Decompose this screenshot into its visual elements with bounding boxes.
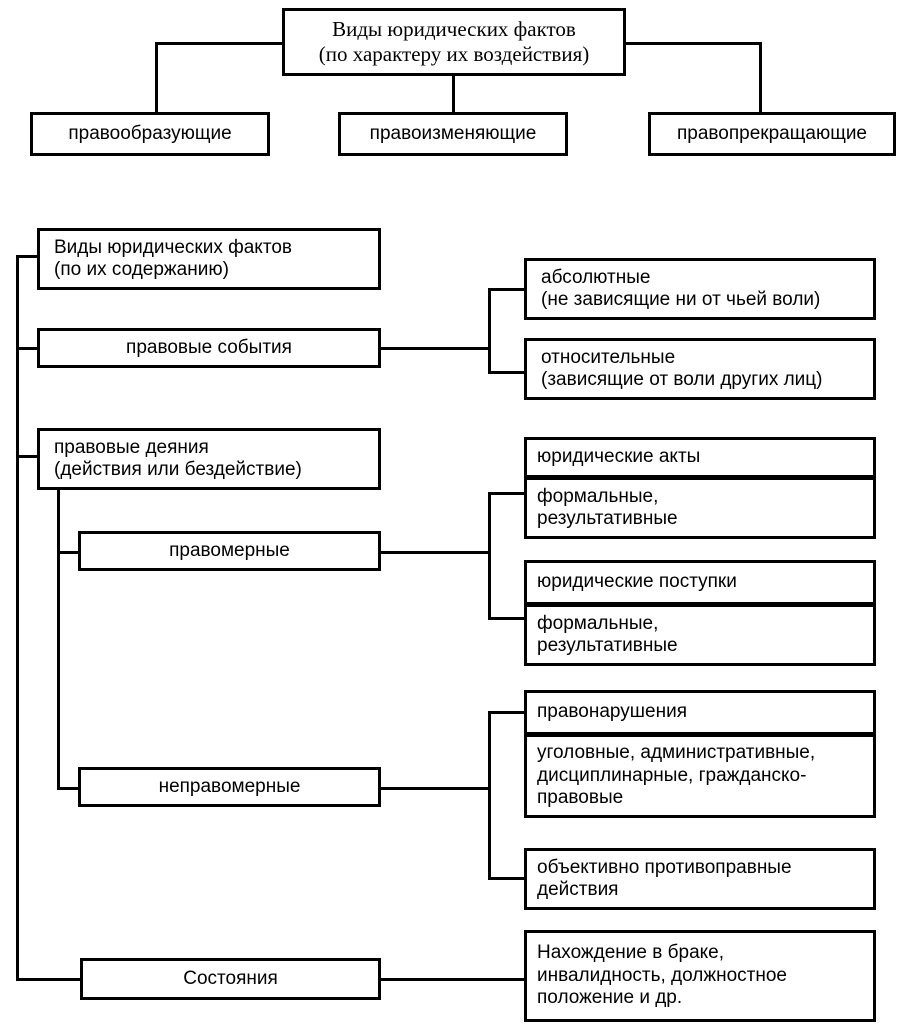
top-connector-left-vertical [155, 42, 158, 114]
unlawful-child-box-violation-kinds: уголовные, административные, дисциплинар… [524, 734, 876, 818]
unlawful-stub-objective [488, 877, 526, 880]
top-connector-right-vertical [759, 42, 762, 114]
bottom-root-box: Виды юридических фактов (по их содержани… [37, 228, 381, 290]
states-connector-horizontal [381, 978, 526, 981]
lawful-child-postupki-line1: юридические поступки [537, 571, 737, 593]
lawful-child-box-acts-kinds: формальные, результативные [524, 477, 876, 539]
lawful-child-box-postupki: юридические поступки [524, 560, 876, 604]
top-connector-right-horizontal [623, 42, 762, 45]
states-child-line3: положение и др. [537, 987, 683, 1009]
top-root-box: Виды юридических фактов (по характеру их… [282, 8, 626, 76]
unlawful-child-objective-line2: действия [537, 879, 619, 900]
top-connector-left-horizontal [155, 42, 285, 45]
spine-stub-events [16, 347, 40, 350]
spine-stub-root [16, 255, 40, 258]
top-child-label-2: правоизменяющие [369, 122, 537, 144]
events-child-relative-line2: (зависящие от воли других лиц) [541, 369, 823, 390]
events-stub-absolute [488, 288, 526, 291]
main-spine-vertical [16, 255, 19, 980]
bottom-root-line2: (по их содержанию) [54, 259, 229, 280]
unlawful-stub-violations [488, 711, 526, 714]
lawful-child-box-acts: юридические акты [524, 437, 876, 477]
events-child-box-absolute: абсолютные (не зависящие ни от чьей воли… [524, 258, 876, 320]
top-child-box-1: правообразующие [30, 112, 270, 156]
bottom-root-line1: Виды юридических фактов [54, 236, 292, 258]
top-root-line1: Виды юридических фактов [332, 17, 576, 42]
branch-deeds-line2: (действия или бездействие) [54, 459, 302, 480]
deeds-spine-vertical [57, 488, 60, 790]
events-stub-relative [488, 371, 526, 374]
lawful-child-acts-line1: юридические акты [537, 446, 701, 468]
subbranch-label-lawful: правомерные [169, 539, 290, 561]
lawful-child-postupki-kinds-line1: формальные, [537, 612, 659, 634]
subbranch-box-lawful: правомерные [78, 531, 381, 571]
branch-box-events: правовые события [37, 328, 381, 368]
branch-box-deeds: правовые деяния (действия или бездействи… [37, 428, 381, 490]
deeds-stub-lawful [57, 551, 81, 554]
top-connector-middle-vertical [452, 74, 455, 114]
events-connector-horizontal [381, 347, 491, 350]
deeds-stub-unlawful [57, 787, 81, 790]
events-connector-spine [488, 288, 491, 374]
subbranch-box-unlawful: неправомерные [78, 767, 381, 807]
top-child-label-1: правообразующие [68, 122, 232, 144]
branch-label-events: правовые события [126, 336, 292, 358]
unlawful-connector-horizontal [381, 787, 491, 790]
unlawful-child-violation-kinds-line1: уголовные, административные, [537, 742, 816, 764]
states-child-box: Нахождение в браке, инвалидность, должно… [524, 930, 876, 1022]
unlawful-child-violation-kinds-line2: дисциплинарные, гражданско- [537, 764, 807, 786]
subbranch-label-unlawful: неправомерные [158, 775, 301, 797]
branch-box-states: Состояния [80, 958, 381, 1000]
lawful-child-postupki-kinds-line2: результативные [537, 635, 678, 656]
states-child-line1: Нахождение в браке, [537, 942, 725, 964]
events-child-absolute-line1: абсолютные [541, 266, 651, 288]
spine-stub-deeds [16, 455, 40, 458]
lawful-connector-spine [488, 492, 491, 620]
events-child-relative-line1: относительные [541, 346, 676, 368]
states-child-line2: инвалидность, должностное [537, 964, 787, 986]
lawful-stub-acts [488, 492, 526, 495]
unlawful-child-violation-kinds-line3: правовые [537, 787, 624, 809]
unlawful-child-box-objective: объективно противоправные действия [524, 848, 876, 910]
top-root-line2: (по характеру их воздействия) [318, 42, 590, 66]
spine-stub-states [16, 978, 84, 981]
events-child-box-relative: относительные (зависящие от воли других … [524, 338, 876, 400]
top-child-box-2: правоизменяющие [338, 112, 568, 156]
events-child-absolute-line2: (не зависящие ни от чьей воли) [541, 289, 821, 310]
lawful-child-box-postupki-kinds: формальные, результативные [524, 604, 876, 666]
branch-label-states: Состояния [183, 967, 278, 989]
top-child-label-3: правопрекращающие [677, 122, 867, 144]
unlawful-child-box-violations: правонарушения [524, 690, 876, 734]
top-child-box-3: правопрекращающие [648, 112, 896, 156]
unlawful-child-objective-line1: объективно противоправные [537, 856, 792, 878]
branch-deeds-line1: правовые деяния [54, 436, 209, 458]
unlawful-connector-spine [488, 711, 491, 880]
lawful-child-acts-kinds-line2: результативные [537, 508, 678, 529]
lawful-connector-horizontal [381, 551, 491, 554]
lawful-stub-deeds [488, 617, 526, 620]
lawful-child-acts-kinds-line1: формальные, [537, 485, 659, 507]
unlawful-child-violations-line1: правонарушения [537, 701, 687, 723]
